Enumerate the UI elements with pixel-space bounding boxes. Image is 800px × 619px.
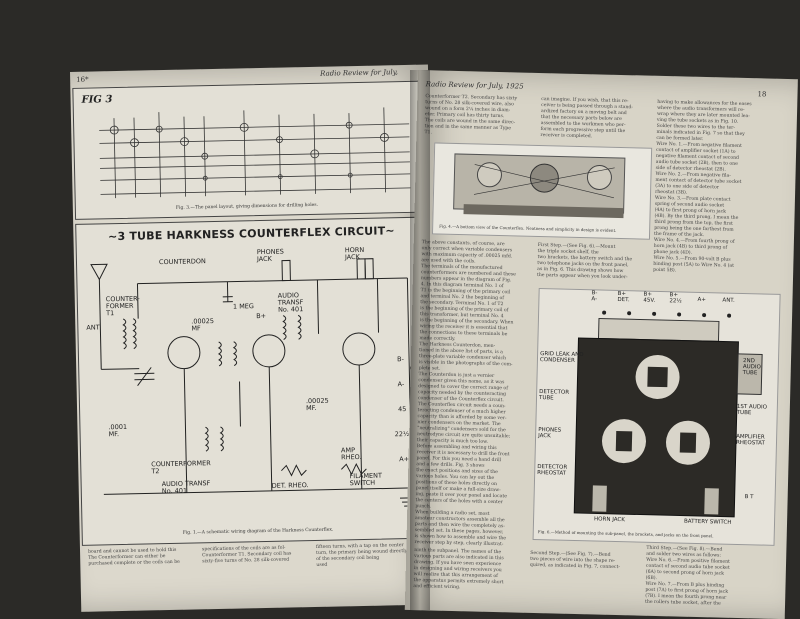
label-audio-transf-top: AUDIO TRANSF No. 401 <box>278 292 304 314</box>
right-col1-top: Counterformer T2. Secondary has sixty tu… <box>424 94 535 139</box>
label-ant: ANT <box>86 324 99 331</box>
panel-label-grid-leak: GRID LEAK AND CONDENSER <box>540 351 584 364</box>
right-page-number: 18 <box>757 90 766 98</box>
label-audio-transf-bottom: AUDIO TRANSF No. 401 <box>162 480 211 495</box>
right-col3-top: having to make allowances for the eases … <box>653 100 781 277</box>
label-amp-rheo: AMP RHEO. <box>341 447 362 462</box>
panel-label-b-plus-22: B+ 22½ <box>669 292 682 304</box>
label-a-minus: A- <box>398 381 405 388</box>
left-bottom-col1: board and cannot be used to hold this Th… <box>88 547 198 567</box>
fig1-schematic: ~3 TUBE HARKNESS COUNTERFLEX CIRCUIT~ <box>75 217 434 546</box>
panel-label-first-audio: 1ST AUDIO TUBE <box>737 404 767 417</box>
panel-label-a-plus: A+ <box>697 297 706 303</box>
right-col2-bottom: Second Step.—(See Fig. 7).—Bend two piec… <box>530 551 640 572</box>
right-col2-top: can imagine. If you wish, that this re- … <box>540 97 651 142</box>
label-terminal-22: 22½ <box>395 431 410 438</box>
label-cap-00025-top: .00025 MF <box>191 318 214 333</box>
text-line: quired, as indicated in Fig. 7, connect- <box>530 563 640 572</box>
panel-label-b-plus-det: B+ DET. <box>617 291 629 303</box>
fig6-caption: Fig. 6.—Method of mounting the sub-panel… <box>538 529 714 538</box>
fig4-bottom-view-photo: Fig. 4.—A bottom view of the Counterflex… <box>432 142 652 239</box>
fig4-drawing <box>433 143 651 228</box>
panel-label-horn-jack: HORN JACK <box>594 516 625 523</box>
magazine-spread: 16* Radio Review for July, FIG 3 <box>0 0 800 600</box>
fig3-panel-layout: FIG 3 <box>72 81 427 220</box>
label-cap-00025-bottom: .00025 MF. <box>306 398 329 413</box>
label-counterformer-t2: COUNTERFORMER T2 <box>151 460 211 476</box>
right-col1-mid: The above constants, of course, are only… <box>414 240 531 549</box>
label-det-rheo: DET. RHEO. <box>272 482 309 490</box>
panel-label-second-audio: 2ND AUDIO TUBE <box>743 358 761 376</box>
label-b-plus: B+ <box>256 313 266 320</box>
text-line: the parts appear when you look under- <box>537 273 647 282</box>
left-bottom-col2: specifications of the coils are as fol- … <box>202 545 312 565</box>
panel-label-detector-rheostat: DETECTOR RHEOSTAT <box>537 464 567 477</box>
panel-label-b-minus-a-minus: B- A- <box>591 290 597 302</box>
right-col2-mid: First Step.—(See Fig. 6).—Mount the trip… <box>537 243 648 282</box>
label-phones-jack: PHONES JACK <box>257 249 284 264</box>
fig1-caption: Fig. 1.—A schematic wiring diagram of th… <box>183 528 334 536</box>
label-terminal-45: 45 <box>398 406 406 413</box>
left-page-number: 16* <box>76 76 89 84</box>
panel-label-ant: ANT. <box>722 298 734 304</box>
label-horn-jack: HORN JACK <box>345 247 365 262</box>
right-page: Radio Review for July, 1925 18 Counterfo… <box>405 70 798 619</box>
panel-label-battery-switch: BATTERY SWITCH <box>684 519 731 526</box>
right-col3-bottom: Third Step.—(See Fig. 8).—Bend and solde… <box>645 546 770 609</box>
label-b-minus: B- <box>397 356 404 363</box>
text-line: receiver step by step, clearly illustrat… <box>414 540 524 549</box>
right-page-header: Radio Review for July, 1925 <box>426 80 524 90</box>
panel-label-b-plus-45: B+ 45V. <box>643 292 655 304</box>
panel-label-bt: B T <box>745 494 754 500</box>
label-1-meg: 1 MEG <box>233 303 254 311</box>
label-counterformer-t1: COUNTER- FORMER T1 <box>106 296 140 318</box>
text-line: purchased complete or the coils can be <box>88 559 198 567</box>
panel-label-detector-tube: DETECTOR TUBE <box>539 389 569 402</box>
left-page: 16* Radio Review for July, FIG 3 <box>70 65 439 612</box>
book-gutter <box>410 70 430 610</box>
text-line: sixty-five turns of No. 28 silk-covered <box>202 557 312 565</box>
left-page-header: Radio Review for July, <box>320 68 398 78</box>
label-filament-switch: FILAMENT SWITCH <box>349 473 382 488</box>
label-cap-0001: .0001 MF. <box>108 424 127 439</box>
panel-label-phones-jack: PHONES JACK <box>538 427 561 440</box>
label-counterdon: COUNTERDON <box>159 258 206 266</box>
fig3-drawing <box>73 82 425 207</box>
fig6-panel-drawing: B- A- B+ DET. B+ 45V. B+ 22½ A+ ANT. GRI… <box>533 288 781 546</box>
panel-label-amplifier-rheostat: AMPLIFIER RHEOSTAT <box>736 434 765 447</box>
